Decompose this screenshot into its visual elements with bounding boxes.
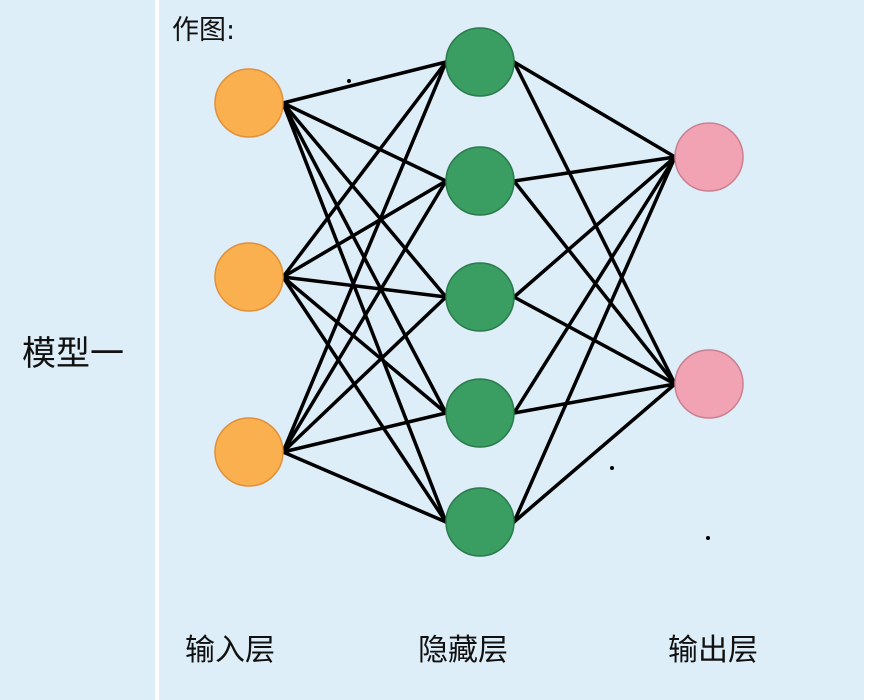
edge-23 (512, 155, 677, 524)
edge-21 (512, 155, 677, 415)
edge-11 (281, 179, 448, 454)
edge-14 (281, 450, 448, 524)
edge-2 (281, 101, 448, 299)
row-label-cell: 模型一 (0, 0, 155, 700)
layer-label-output: 输出层 (668, 633, 758, 668)
speck-2 (610, 466, 614, 470)
speck-group (347, 79, 710, 540)
input-node-3 (214, 417, 284, 487)
edge-7 (281, 275, 448, 299)
edge-1 (281, 101, 448, 183)
edge-5 (281, 60, 448, 279)
edge-10 (281, 60, 448, 454)
node-group (214, 27, 744, 557)
edge-0 (281, 60, 448, 105)
layer-label-input: 输入层 (185, 633, 275, 668)
row-label: 模型一 (22, 334, 124, 374)
edge-15 (512, 60, 677, 159)
edge-16 (512, 60, 677, 386)
input-node-1 (214, 68, 284, 138)
edge-4 (281, 101, 448, 524)
output-node-2 (674, 349, 744, 419)
edge-22 (512, 382, 677, 415)
input-node-2 (214, 242, 284, 312)
hidden-node-4 (445, 378, 515, 448)
edge-8 (281, 275, 448, 415)
edge-19 (512, 155, 677, 299)
hidden-node-3 (445, 262, 515, 332)
edge-13 (281, 411, 448, 454)
output-node-1 (674, 122, 744, 192)
edge-24 (512, 382, 677, 524)
hidden-node-1 (445, 27, 515, 97)
diagram-caption: 作图: (172, 15, 236, 46)
edge-9 (281, 275, 448, 524)
edge-12 (281, 295, 448, 454)
speck-1 (347, 79, 351, 83)
edge-6 (281, 179, 448, 279)
edge-group (281, 60, 677, 524)
edge-17 (512, 155, 677, 183)
speck-3 (706, 536, 710, 540)
hidden-node-2 (445, 146, 515, 216)
hidden-node-5 (445, 487, 515, 557)
layer-label-hidden: 隐藏层 (418, 633, 508, 668)
